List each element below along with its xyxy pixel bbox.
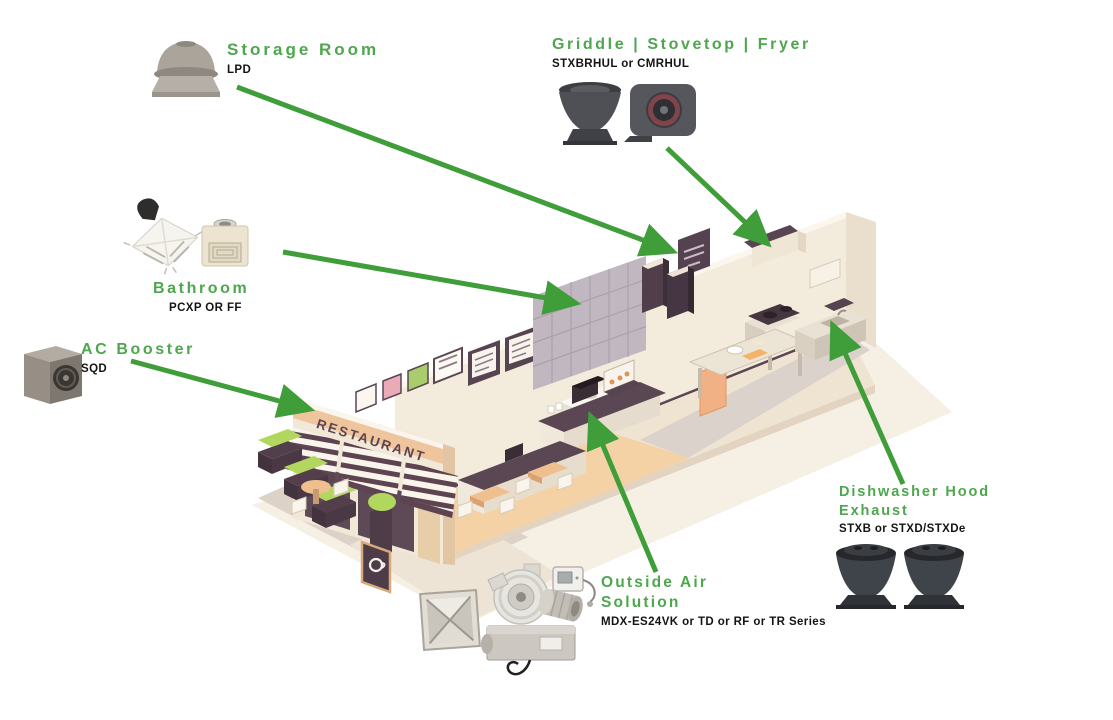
ac-booster-title: AC Booster <box>81 341 196 358</box>
duct-silencer-icon <box>538 588 583 622</box>
arrow-storage-room <box>236 84 679 257</box>
patio-table <box>301 480 331 494</box>
arrow-griddle <box>665 146 772 248</box>
fresh-air-ventilation-unit-icon <box>481 625 576 676</box>
dishwasher-title: Dishwasher Hood Exhaust <box>839 484 990 519</box>
callout-bathroom: Bathroom PCXP OR FF <box>153 279 249 314</box>
upblast-roof-fan-dark-icon-2 <box>904 544 964 609</box>
callout-griddle-stovetop-fryer: Griddle | Stovetop | Fryer STXBRHUL or C… <box>552 35 811 70</box>
kitchen-shelf <box>809 258 841 289</box>
outdoor-patio <box>258 429 396 594</box>
bathroom-title: Bathroom <box>153 280 250 297</box>
outside-air-title: Outside Air Solution <box>601 574 709 611</box>
storage-room-models: LPD <box>227 63 252 76</box>
arrow-ac-booster <box>130 358 316 418</box>
arrow-bathroom <box>282 249 582 315</box>
callout-dishwasher: Dishwasher Hood Exhaust STXB or STXD/STX… <box>839 483 1009 535</box>
ceiling-exhaust-fan-ducted-icon <box>201 219 249 267</box>
ceiling-exhaust-fan-icon <box>123 198 203 275</box>
dishwasher-roof-fans-icons <box>836 544 964 609</box>
callout-arrows <box>130 84 906 573</box>
centrifugal-blower-icon <box>624 84 696 142</box>
storage-room-title: Storage Room <box>227 40 380 59</box>
griddle-title: Griddle | Stovetop | Fryer <box>552 36 811 53</box>
inline-mixed-flow-fan-icon <box>487 563 549 625</box>
square-inline-duct-fan-icon <box>24 346 82 404</box>
bathroom-models: PCXP OR FF <box>169 302 242 315</box>
back-wall <box>395 212 846 512</box>
wall-controller-icon <box>552 566 596 607</box>
picture-frames <box>355 346 463 414</box>
callout-storage-room: Storage Room LPD <box>227 39 379 76</box>
storage-wall-sign <box>678 228 710 278</box>
griddle-models: STXBRHUL or CMRHUL <box>552 58 690 71</box>
ac-booster-models: SQD <box>81 363 108 376</box>
roof-exhaust-fan-icon <box>152 41 220 97</box>
arrow-outside-air <box>586 411 659 573</box>
upblast-roof-fan-icon <box>559 82 621 145</box>
outside-air-products <box>419 563 596 676</box>
dining-tables <box>457 462 573 519</box>
upblast-roof-fan-dark-icon-1 <box>836 544 896 609</box>
arrow-dishwasher <box>829 320 906 486</box>
kitchen-refrigerators <box>642 258 694 319</box>
dishwasher-models: STXB or STXD/STXDe <box>839 523 966 536</box>
callout-ac-booster: AC Booster SQD <box>81 340 195 375</box>
outside-air-models: MDX-ES24VK or TD or RF or TR Series <box>601 615 826 628</box>
striped-awnings <box>286 427 458 518</box>
backdraft-damper-icon <box>419 589 481 651</box>
cash-register <box>505 443 523 462</box>
sandwich-board-sign <box>360 540 392 594</box>
callout-outside-air: Outside Air Solution MDX-ES24VK or TD or… <box>601 573 826 628</box>
